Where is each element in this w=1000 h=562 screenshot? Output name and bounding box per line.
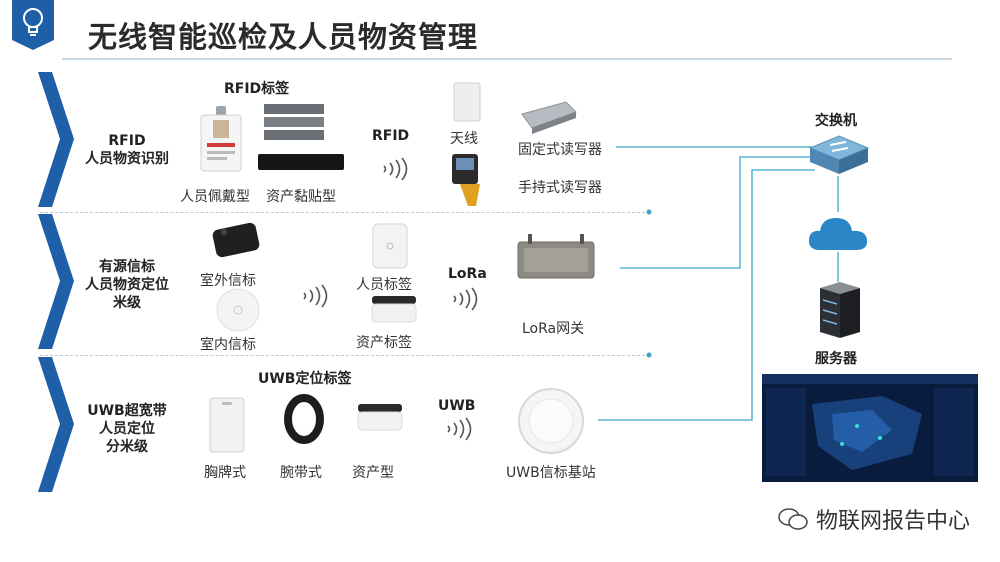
id-badge-icon: [200, 106, 242, 172]
separator-dot-icon: [646, 209, 652, 215]
wristband-icon: [284, 394, 324, 444]
outdoor-beacon-icon: [212, 222, 260, 258]
wireless-signal-icon: [447, 417, 472, 441]
row-separator: [40, 212, 650, 213]
uwb-badge-label: 胸牌式: [204, 465, 246, 481]
server-icon: [820, 282, 860, 338]
server-label: 服务器: [815, 351, 857, 367]
person-tag-label: 人员标签: [356, 277, 412, 293]
asset-tag-label: 资产标签: [356, 335, 412, 351]
chevron-row-3-icon: [38, 357, 74, 492]
row-label-line: 分米级: [106, 439, 148, 455]
lora-gateway-icon: [517, 234, 595, 279]
uwb-protocol-label: UWB: [438, 398, 476, 414]
indoor-beacon-label: 室内信标: [200, 337, 256, 353]
switch-icon: [808, 135, 870, 174]
separator-dot-icon: [646, 352, 652, 358]
rfid-tags-title: RFID标签: [224, 81, 290, 97]
wireless-signal-icon: [303, 284, 328, 308]
row-label-line: 有源信标: [99, 259, 155, 275]
watermark: 物联网报告中心: [778, 503, 970, 535]
row-label-rfid: RFID 人员物资识别: [72, 132, 182, 168]
uwb-base-station-icon: [518, 388, 584, 454]
person-tag-icon: [372, 223, 408, 269]
indoor-beacon-icon: [216, 288, 260, 332]
row-label-line: RFID: [108, 133, 146, 149]
uwb-badge-icon: [209, 397, 245, 453]
switch-label: 交换机: [815, 113, 857, 129]
wechat-icon: [778, 508, 808, 530]
uwb-tags-title: UWB定位标签: [258, 371, 352, 387]
lightbulb-badge-icon: [12, 0, 54, 50]
handheld-reader-icon: [452, 154, 480, 206]
chevron-row-1-icon: [38, 72, 74, 207]
rfid-protocol-label: RFID: [372, 128, 410, 144]
row-label-line: 米级: [113, 295, 141, 311]
row-label-uwb: UWB超宽带 人员定位 分米级: [72, 402, 182, 456]
antenna-label: 天线: [450, 131, 478, 147]
row-label-line: 人员定位: [99, 421, 155, 437]
fixed-reader-icon: [521, 101, 577, 134]
uwb-base-station-label: UWB信标基站: [506, 465, 596, 481]
uwb-wrist-label: 腕带式: [280, 465, 322, 481]
rfid-asset-label: 资产黏贴型: [266, 189, 336, 205]
fixed-reader-label: 固定式读写器: [518, 142, 602, 158]
wireless-signal-icon: [383, 157, 408, 181]
row-separator: [40, 355, 650, 356]
asset-tag-icon: [371, 296, 417, 323]
rfid-badge-label: 人员佩戴型: [180, 189, 250, 205]
row-label-line: 人员物资定位: [85, 277, 169, 293]
row-label-line: UWB超宽带: [87, 403, 167, 419]
antenna-icon: [453, 82, 481, 122]
dashboard-screen-icon: [762, 374, 978, 482]
wireless-signal-icon: [453, 287, 478, 311]
rfid-tag-strip-icon: [264, 104, 324, 140]
title-divider: [62, 58, 952, 60]
row-label-beacon: 有源信标 人员物资定位 米级: [72, 258, 182, 312]
uwb-asset-label: 资产型: [352, 465, 394, 481]
handheld-reader-label: 手持式读写器: [518, 180, 602, 196]
page-title: 无线智能巡检及人员物资管理: [88, 20, 479, 54]
cloud-icon: [808, 218, 868, 250]
uwb-asset-tag-icon: [357, 404, 403, 431]
watermark-text: 物联网报告中心: [815, 509, 970, 534]
lora-gateway-label: LoRa网关: [522, 321, 585, 337]
row-label-line: 人员物资识别: [85, 151, 169, 167]
outdoor-beacon-label: 室外信标: [200, 273, 256, 289]
lora-protocol-label: LoRa: [448, 266, 487, 282]
rfid-asset-tag-icon: [258, 154, 344, 170]
chevron-row-2-icon: [38, 214, 74, 349]
